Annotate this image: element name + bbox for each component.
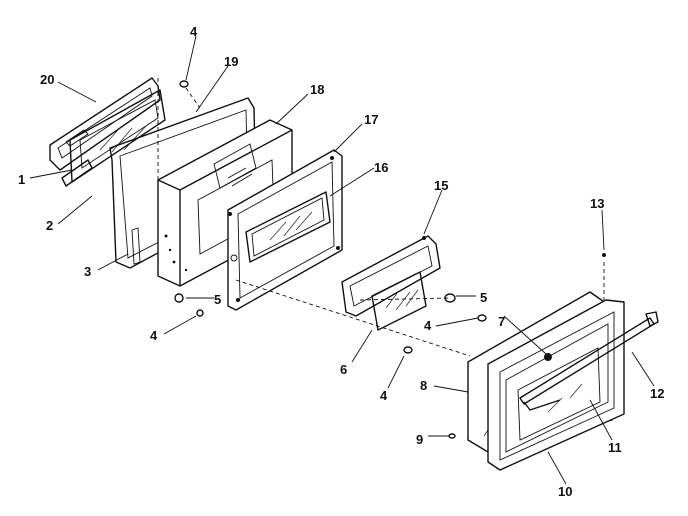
part-1-gasket	[69, 89, 166, 183]
callout-9: 9	[416, 432, 423, 447]
callout-5-right: 5	[480, 290, 487, 305]
part-15-window-frame	[341, 235, 441, 317]
callout-20: 20	[40, 72, 54, 87]
callout-8: 8	[420, 378, 427, 393]
callout-16: 16	[374, 160, 388, 175]
callout-15: 15	[434, 178, 448, 193]
callout-4-left: 4	[150, 328, 158, 343]
callout-5-left: 5	[214, 292, 221, 307]
part-16-window-glass	[245, 191, 331, 263]
part-6-glass	[371, 271, 427, 331]
leader-lines	[29, 35, 655, 485]
callout-4-mid: 4	[424, 318, 432, 333]
callout-17: 17	[364, 112, 378, 127]
callout-4-bottom: 4	[380, 388, 388, 403]
callout-13: 13	[590, 196, 604, 211]
alignment-lines	[157, 78, 605, 357]
callout-19: 19	[224, 54, 238, 69]
callout-18: 18	[310, 82, 324, 97]
part-12-handle	[519, 311, 659, 411]
callout-labels: 20 19 18 17 16 15 13 12 11 10 9 8 7 6 5 …	[18, 24, 664, 499]
callout-2: 2	[46, 218, 53, 233]
callout-6: 6	[340, 362, 347, 377]
callout-12: 12	[650, 386, 664, 401]
part-2-panel	[61, 159, 93, 187]
callout-1: 1	[18, 172, 25, 187]
callout-10: 10	[558, 484, 572, 499]
part-17-inner-panel	[227, 149, 343, 311]
callout-7: 7	[498, 314, 505, 329]
part-20-frame	[49, 77, 161, 171]
callout-4-top: 4	[190, 24, 198, 39]
callout-3: 3	[84, 264, 91, 279]
callout-11: 11	[608, 440, 622, 455]
